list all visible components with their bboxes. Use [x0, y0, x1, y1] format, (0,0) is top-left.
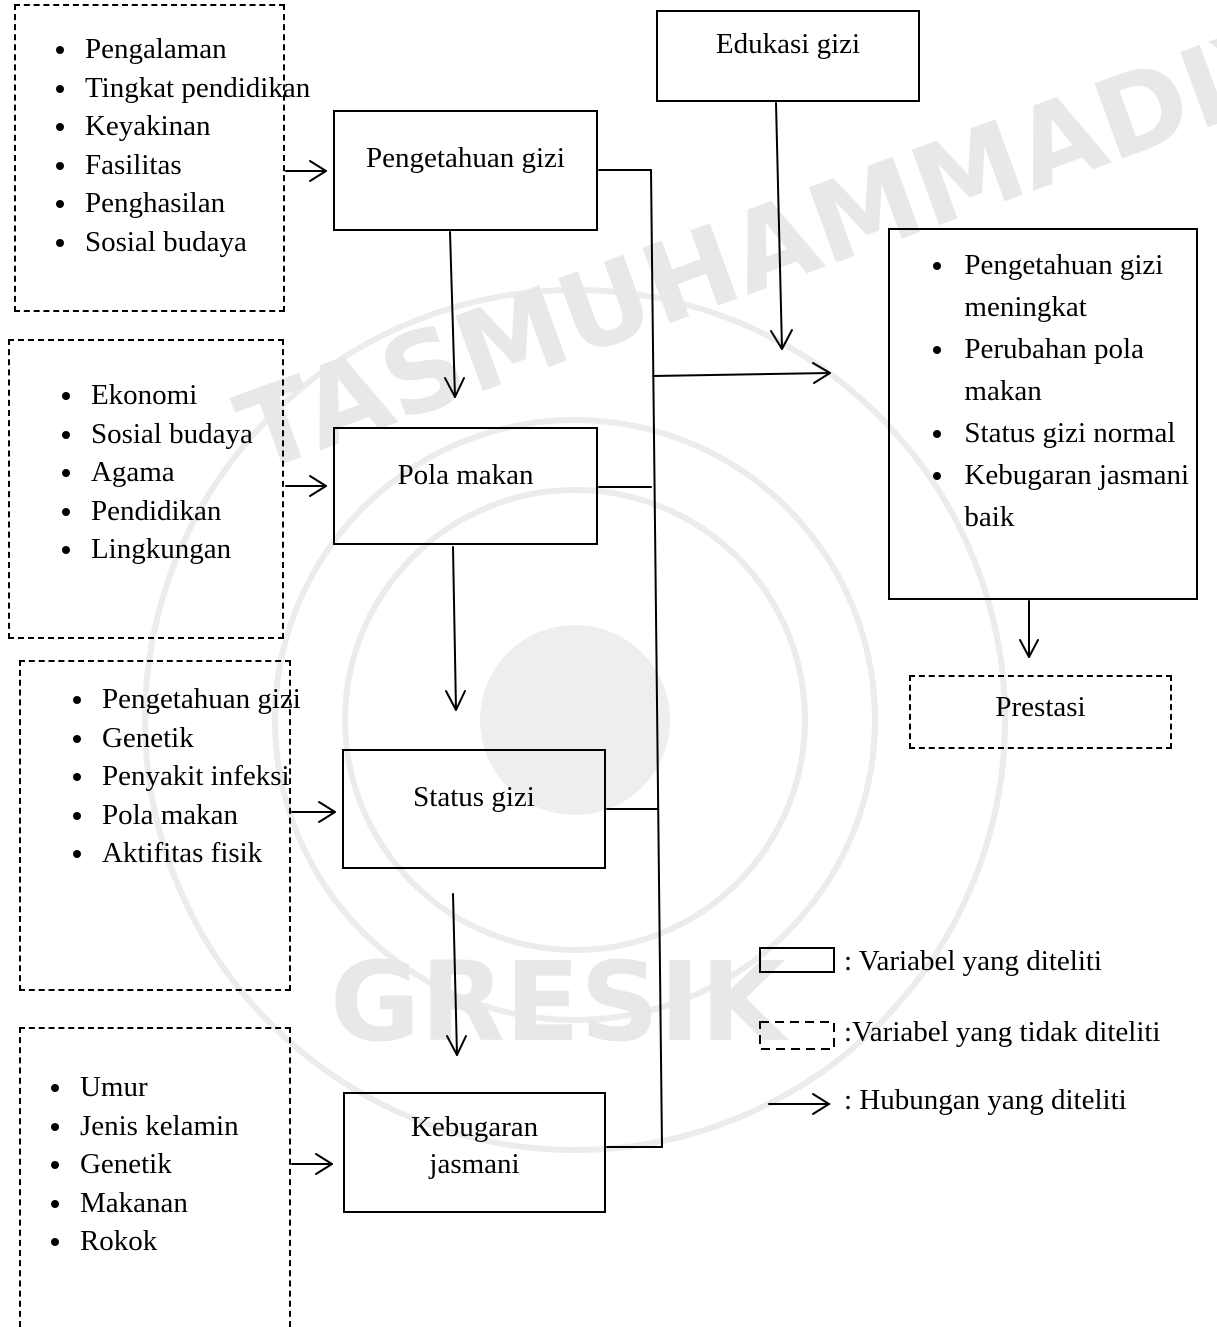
factor-item: Agama	[85, 453, 305, 492]
arrow-factors-to-status-gizi	[291, 801, 336, 823]
factor-box-pola-makan: Ekonomi Sosial budaya Agama Pendidikan L…	[8, 339, 284, 639]
factor-item: Pola makan	[96, 796, 321, 835]
variable-box-pola-makan: Pola makan	[333, 427, 598, 545]
arrow-factors-to-pengetahuan	[285, 160, 327, 182]
watermark-text-bottom: GRESIK	[330, 938, 789, 1066]
variable-label: Pola makan	[397, 459, 534, 491]
outcome-list: Pengetahuan gizi meningkat Perubahan pol…	[910, 244, 1217, 538]
arrow-bus-to-outcomes	[652, 362, 831, 384]
variable-box-status-gizi: Status gizi	[342, 749, 606, 869]
legend-dashed-box-icon	[759, 1021, 835, 1050]
outcome-item: Pengetahuan gizi meningkat	[956, 244, 1217, 328]
factor-box-status-gizi: Pengetahuan gizi Genetik Penyakit infeks…	[19, 660, 301, 991]
legend-solid-box-icon	[759, 947, 835, 973]
arrow-pola-makan-to-status-gizi	[445, 546, 466, 711]
factor-item: Pengalaman	[79, 30, 319, 69]
factor-item: Makanan	[74, 1184, 324, 1223]
variable-box-pengetahuan-gizi: Pengetahuan gizi	[333, 110, 598, 231]
outcome-item: Kebugaran jasmani baik	[956, 454, 1217, 538]
outcome-item: Perubahan pola makan	[956, 328, 1217, 412]
factor-item: Penyakit infeksi	[96, 757, 321, 796]
factor-item: Rokok	[74, 1222, 324, 1261]
factor-list: Pengetahuan gizi Genetik Penyakit infeks…	[51, 680, 321, 873]
edukasi-label: Edukasi gizi	[715, 28, 861, 60]
factor-item: Sosial budaya	[85, 415, 305, 454]
legend-arrow-icon	[768, 1093, 831, 1115]
factor-item: Genetik	[96, 719, 321, 758]
prestasi-box: Prestasi	[909, 675, 1172, 749]
outcome-box: Pengetahuan gizi meningkat Perubahan pol…	[888, 228, 1198, 600]
variable-box-kebugaran-jasmani: Kebugaran jasmani	[343, 1092, 606, 1213]
factor-box-kebugaran: Umur Jenis kelamin Genetik Makanan Rokok	[19, 1027, 291, 1327]
factor-item: Penghasilan	[79, 184, 319, 223]
factor-item: Jenis kelamin	[74, 1107, 324, 1146]
factor-item: Pengetahuan gizi	[96, 680, 321, 719]
factor-list: Pengalaman Tingkat pendidikan Keyakinan …	[34, 30, 319, 261]
factor-item: Sosial budaya	[79, 223, 319, 262]
factor-list: Ekonomi Sosial budaya Agama Pendidikan L…	[40, 376, 305, 569]
factor-item: Pendidikan	[85, 492, 305, 531]
factor-item: Ekonomi	[85, 376, 305, 415]
factor-item: Umur	[74, 1068, 324, 1107]
factor-item: Lingkungan	[85, 530, 305, 569]
arrow-edukasi-to-outcomes	[770, 102, 793, 350]
factor-item: Fasilitas	[79, 146, 319, 185]
legend-studied-relation: : Hubungan yang diteliti	[844, 1084, 1127, 1116]
variable-label: Status gizi	[413, 781, 535, 813]
arrow-outcomes-to-prestasi	[1019, 600, 1039, 658]
collector-bus	[598, 169, 663, 1148]
arrow-factors-to-pola-makan	[285, 475, 327, 497]
factor-item: Keyakinan	[79, 107, 319, 146]
prestasi-label: Prestasi	[995, 691, 1086, 723]
factor-item: Aktifitas fisik	[96, 834, 321, 873]
edukasi-gizi-box: Edukasi gizi	[656, 10, 920, 102]
legend-studied-variable: : Variabel yang diteliti	[844, 945, 1102, 977]
variable-label: Kebugaran jasmani	[410, 1111, 539, 1180]
arrow-status-gizi-to-kebugaran	[446, 893, 467, 1056]
outcome-item: Status gizi normal	[956, 412, 1217, 454]
variable-label: Pengetahuan gizi	[366, 142, 565, 174]
arrow-factors-to-kebugaran	[291, 1153, 333, 1175]
factor-list: Umur Jenis kelamin Genetik Makanan Rokok	[29, 1068, 324, 1261]
factor-item: Tingkat pendidikan	[79, 69, 319, 108]
factor-item: Genetik	[74, 1145, 324, 1184]
legend-unstudied-variable: :Variabel yang tidak diteliti	[844, 1016, 1161, 1048]
factor-box-pengetahuan: Pengalaman Tingkat pendidikan Keyakinan …	[14, 4, 310, 312]
arrow-pengetahuan-to-pola-makan	[444, 231, 465, 398]
